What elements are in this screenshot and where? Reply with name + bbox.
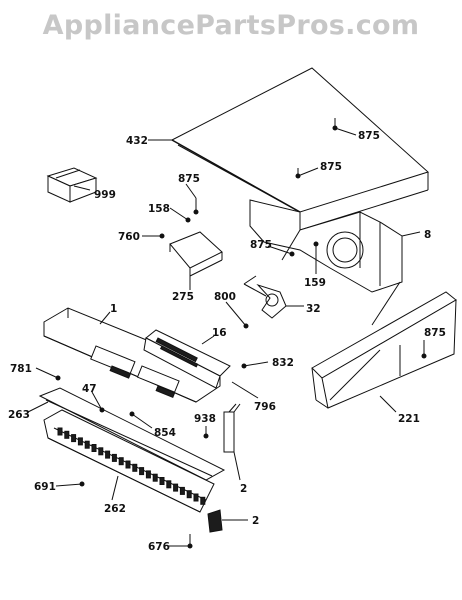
vent-slot [111,453,117,462]
vent-slot [84,440,90,449]
label-263: 263 [8,409,30,421]
vent-slot [64,430,70,439]
label-875-a: 875 [358,130,380,142]
part-labels: 432 875 875 875 999 158 760 275 8 875 15… [8,130,446,553]
vent-slot [118,457,124,466]
bracket-275 [169,231,223,277]
vent-slot [159,477,165,485]
vent-slots [57,427,206,505]
trim-263 [38,387,226,481]
vent-slot [179,486,185,495]
label-47: 47 [82,383,97,395]
label-8: 8 [424,229,431,241]
top-cover-432 [170,67,429,231]
label-1: 1 [110,303,117,315]
label-221: 221 [398,413,420,425]
vent-slot [77,437,83,446]
vent-slot [139,467,145,476]
vent-slot [71,434,77,443]
label-875-d: 875 [250,239,272,251]
label-796: 796 [254,401,276,413]
vent-slot [125,460,131,469]
vent-trim-262 [43,409,215,513]
vent-slot [105,450,111,459]
vent-slot [200,496,206,505]
control-panel-1 [43,307,221,403]
vent-slot [186,490,192,499]
label-999: 999 [94,189,116,201]
label-16: 16 [212,327,227,339]
label-875-b: 875 [320,161,342,173]
label-760: 760 [118,231,140,243]
bracket-2-lower [207,509,223,533]
vent-slot [173,483,179,492]
rear-panel-8 [249,199,403,326]
vent-slot [57,427,63,436]
vent-slot [166,480,172,489]
label-275: 275 [172,291,194,303]
watermark-text: AppliancePartsPros.com [42,10,420,41]
label-432: 432 [126,135,148,147]
leader-lines [27,127,425,547]
label-781: 781 [10,363,32,375]
vent-slot [91,444,97,452]
label-2-lower: 2 [252,515,259,527]
electronic-control-16 [143,329,231,389]
label-938: 938 [194,413,216,425]
label-832: 832 [272,357,294,369]
bracket-2-upper [223,403,241,453]
label-158: 158 [148,203,170,215]
label-691: 691 [34,481,56,493]
label-875-c: 875 [178,173,200,185]
label-800: 800 [214,291,236,303]
label-32: 32 [306,303,321,315]
vent-slot [193,493,199,502]
label-262: 262 [104,503,126,515]
component-box-999 [46,167,98,203]
label-875-e: 875 [424,327,446,339]
label-676: 676 [148,541,170,553]
vent-slot [98,447,104,456]
label-2-upper: 2 [240,483,247,495]
vent-slot [145,470,151,479]
label-854: 854 [154,427,176,439]
vent-slot [132,463,138,472]
side-panel-221 [311,291,457,409]
label-159: 159 [304,277,326,289]
vent-slot [152,473,158,482]
fan-motor-32 [243,275,287,319]
